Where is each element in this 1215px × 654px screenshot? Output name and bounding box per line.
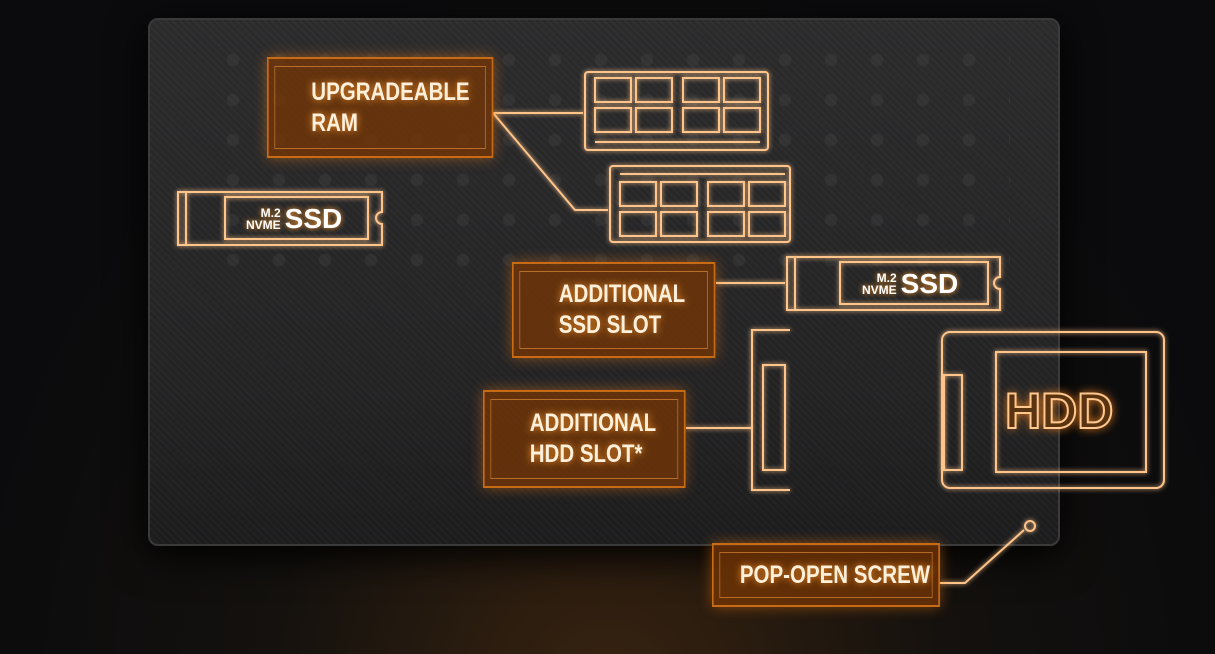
pop-open-screw-label: POP-OPEN SCREW xyxy=(712,543,940,607)
ssd-nvme-text: NVME xyxy=(246,218,281,232)
additional-ssd-slot-label: ADDITIONAL SSD SLOT xyxy=(512,262,716,358)
label-line: UPGRADEABLE xyxy=(311,77,470,106)
label-line: ADDITIONAL xyxy=(558,280,686,308)
ram-leader-line-2 xyxy=(492,112,608,211)
label-line: POP-OPEN SCREW xyxy=(739,560,931,589)
hdd-connector xyxy=(751,329,790,491)
ssd-card-1 xyxy=(177,191,383,246)
ssd-main-text: SSD xyxy=(284,203,343,234)
ram-module-1 xyxy=(584,71,769,151)
hdd-drive xyxy=(941,331,1165,489)
ssd-main-text: SSD xyxy=(900,268,959,299)
pop-open-screw-icon xyxy=(1024,520,1036,532)
hdd-text: HDD xyxy=(1004,382,1114,440)
additional-hdd-slot-label: ADDITIONAL HDD SLOT* xyxy=(483,390,686,488)
ssd-m2-text: M.2 xyxy=(876,271,897,285)
label-line: ADDITIONAL xyxy=(529,409,657,437)
label-line: SSD SLOT xyxy=(558,311,662,339)
ssd-m2-text: M.2 xyxy=(260,206,281,220)
label-line: HDD SLOT* xyxy=(529,440,643,468)
label-line: RAM xyxy=(311,108,358,137)
screw-leader-line xyxy=(940,529,1025,584)
ssd-nvme-text: NVME xyxy=(862,283,897,297)
ram-module-2 xyxy=(609,165,791,243)
ssd-card-2 xyxy=(786,256,1001,311)
